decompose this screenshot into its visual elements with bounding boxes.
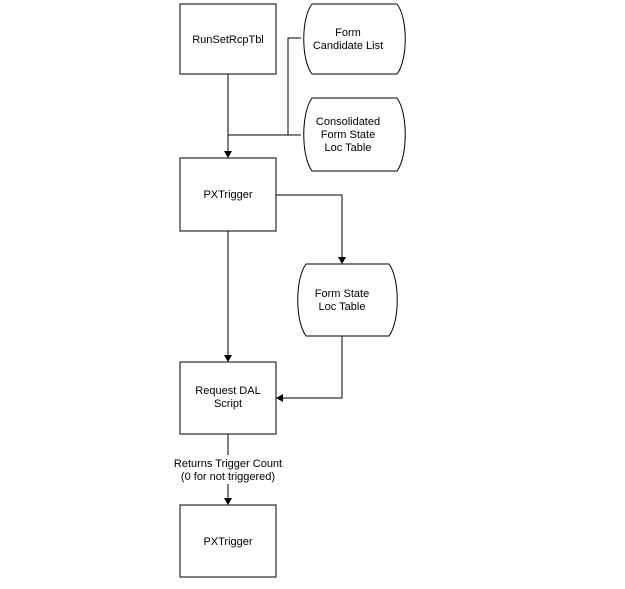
form-state-loc-table-label-line1: Form State: [315, 288, 369, 300]
arrowhead-pxtrigger-top: [224, 151, 232, 158]
pxtrigger-top-box: [179, 157, 277, 232]
runsetrcptbl-label: RunSetRcpTbl: [192, 34, 264, 46]
returns-trigger-count-label-line1: Returns Trigger Count: [174, 458, 282, 470]
arrowhead-formstate: [338, 257, 346, 264]
connector-pxtrigger-to-formstate: [276, 194, 343, 258]
form-state-loc-table-label-line2: Loc Table: [319, 301, 366, 313]
pxtrigger-top-label: PXTrigger: [203, 189, 252, 201]
form-state-loc-table-store: [297, 263, 398, 337]
consolidated-label-line2: Form State: [321, 129, 375, 141]
arrowhead-request-right: [276, 394, 283, 402]
form-candidate-list-label-line2: Candidate List: [313, 40, 383, 52]
consolidated-label-line3: Loc Table: [325, 142, 372, 154]
form-candidate-list-store: [303, 3, 406, 75]
pxtrigger-bottom-box: [179, 504, 277, 578]
form-candidate-list-label-line1: Form: [335, 27, 361, 39]
runsetrcptbl-box: [179, 3, 277, 75]
request-dal-script-label-line2: Script: [214, 398, 242, 410]
connector-form-candidate: [287, 37, 301, 135]
request-dal-script-label-line1: Request DAL: [195, 385, 260, 397]
connector-formstate-to-request: [282, 336, 343, 399]
consolidated-form-state-loc-table-store: [303, 97, 406, 172]
returns-trigger-count-label-line2: (0 for not triggered): [181, 471, 275, 483]
arrowhead-pxtrigger-bottom: [224, 498, 232, 505]
pxtrigger-bottom-label: PXTrigger: [203, 536, 252, 548]
arrowhead-request-top: [224, 355, 232, 362]
request-dal-script-box: [179, 361, 277, 435]
consolidated-label-line1: Consolidated: [316, 116, 380, 128]
